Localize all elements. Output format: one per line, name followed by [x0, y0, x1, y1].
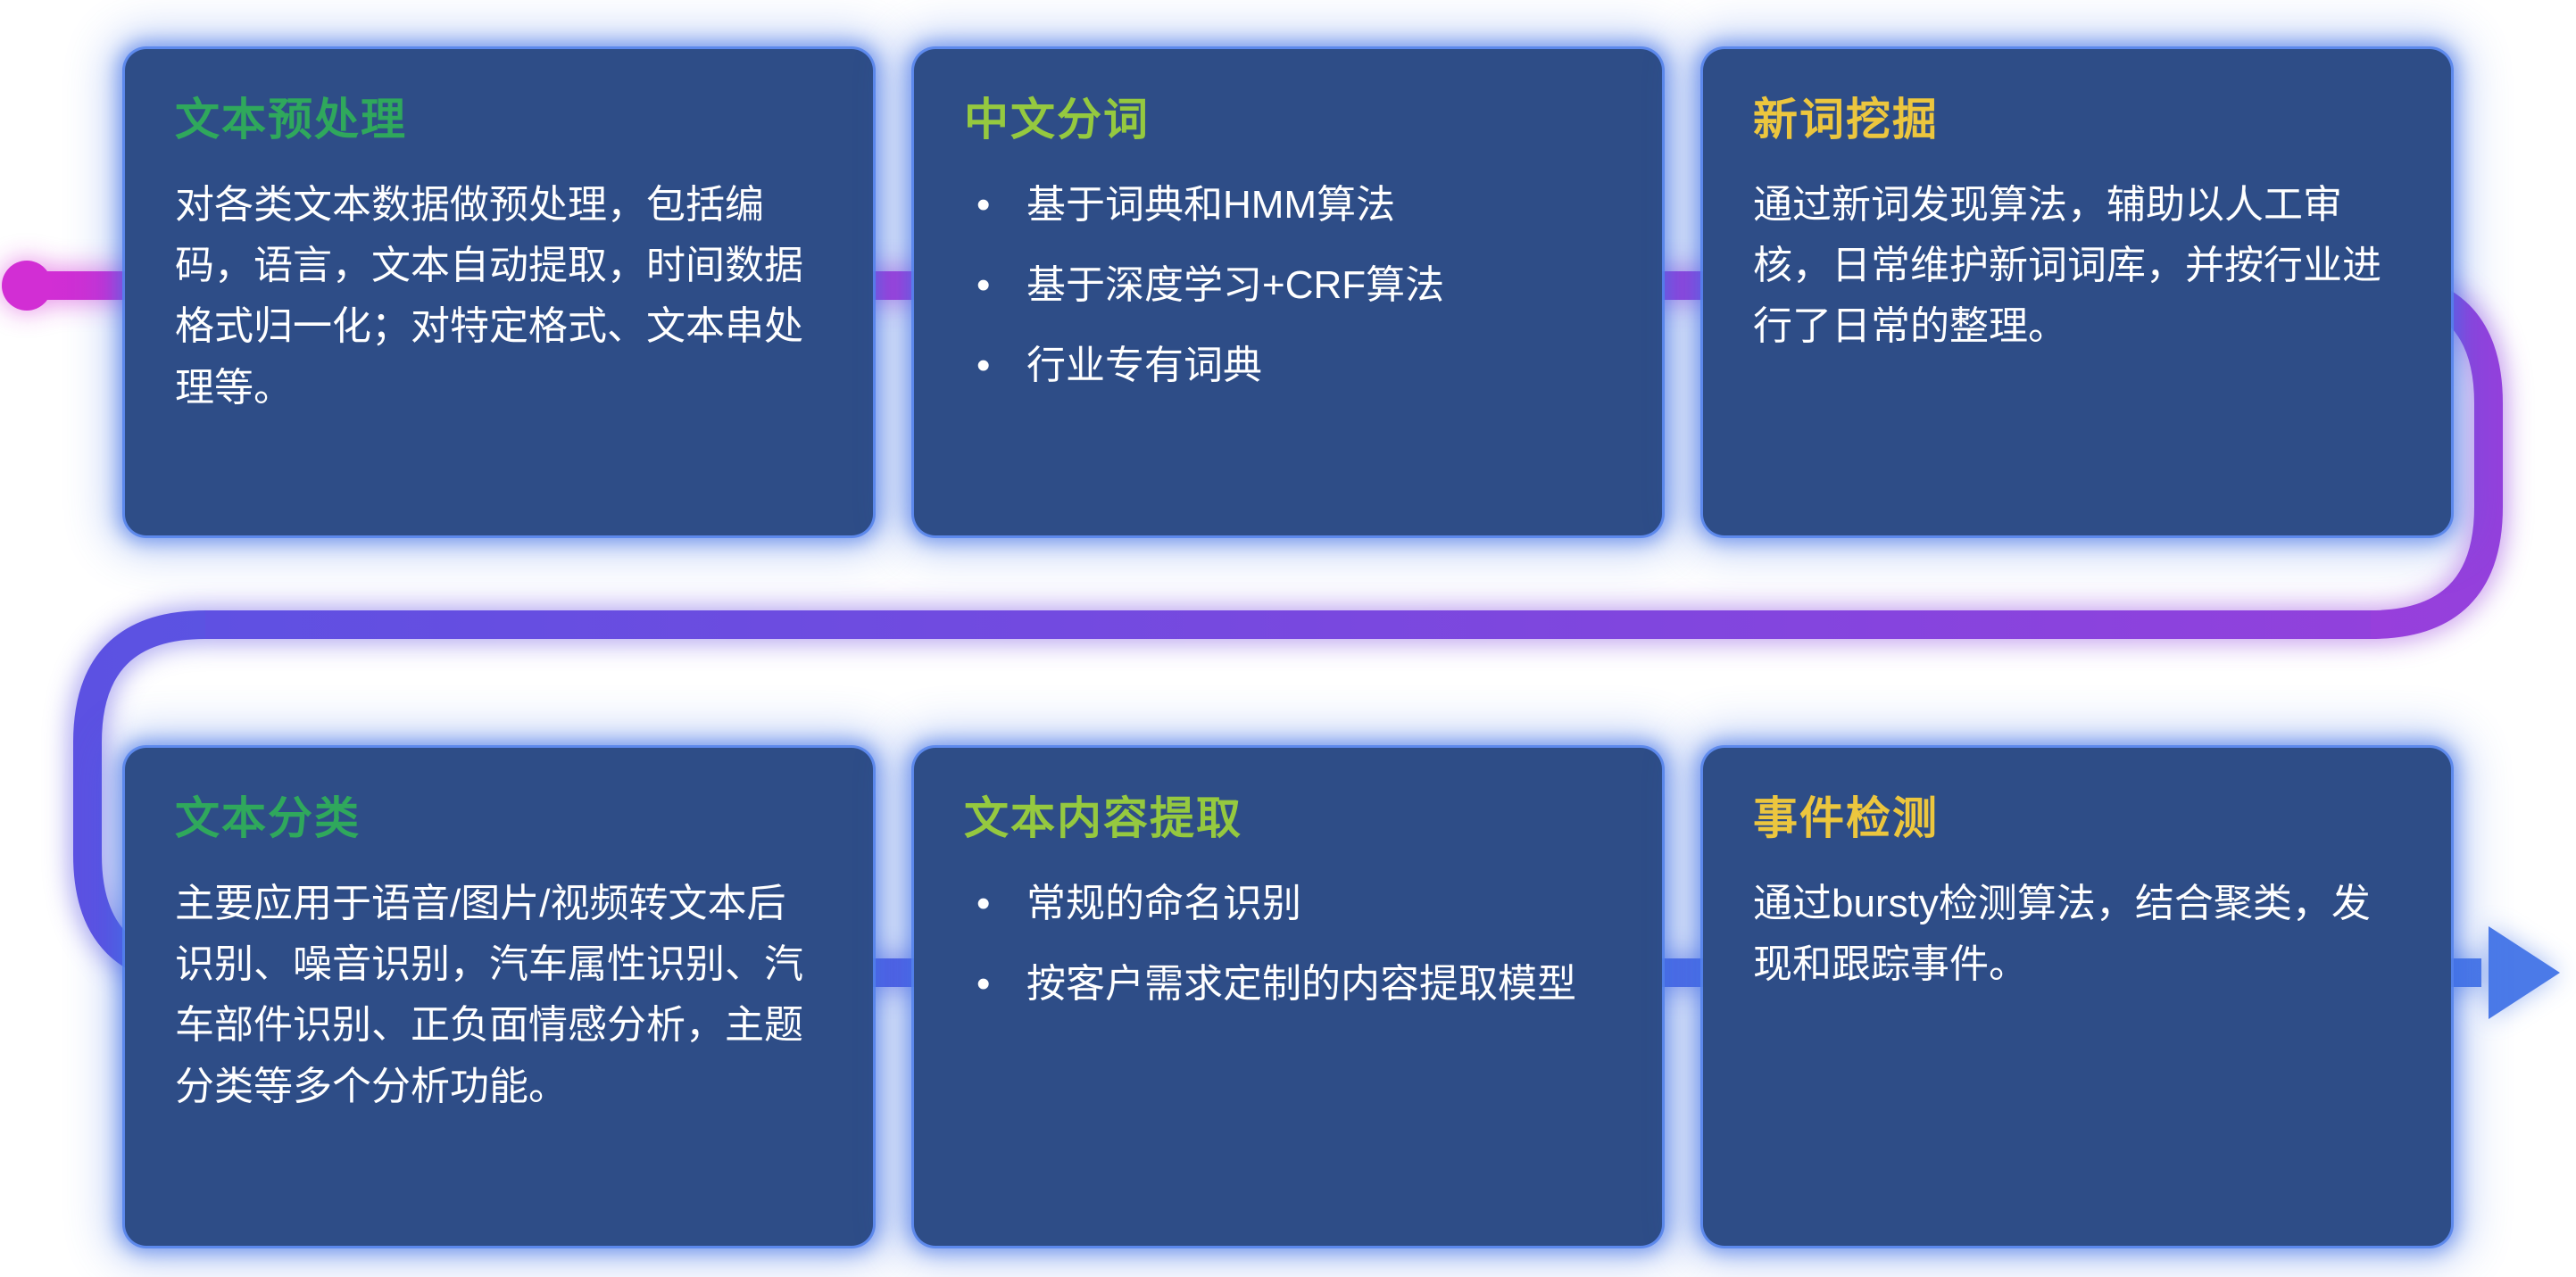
card-new-word-mining: 新词挖掘 通过新词发现算法，辅助以人工审核，日常维护新词词库，并按行业进行了日常… [1703, 49, 2451, 535]
card-title: 中文分词 [964, 95, 1150, 145]
card-bullet-list: 基于词典和HMM算法 基于深度学习+CRF算法 行业专有词典 [964, 175, 1612, 397]
bullet-text: 基于词典和HMM算法 [1026, 183, 1396, 227]
bullet-text: 行业专有词典 [1026, 344, 1262, 388]
bullet-text: 按客户需求定制的内容提取模型 [1026, 962, 1576, 1007]
card-title: 文本预处理 [175, 95, 407, 145]
card-title: 文本内容提取 [964, 793, 1242, 843]
flow-end-arrow-icon [2489, 926, 2560, 1019]
card-title: 新词挖掘 [1753, 95, 1939, 145]
card-bullet-list: 常规的命名识别 按客户需求定制的内容提取模型 [964, 874, 1612, 1016]
card-text-classification: 文本分类 主要应用于语音/图片/视频转文本后识别、噪音识别，汽车属性识别、汽车部… [125, 748, 873, 1246]
bullet-text: 基于深度学习+CRF算法 [1026, 263, 1445, 308]
bullet-item: 基于深度学习+CRF算法 [964, 255, 1612, 316]
card-event-detection: 事件检测 通过bursty检测算法，结合聚类，发现和跟踪事件。 [1703, 748, 2451, 1246]
card-body: 通过bursty检测算法，结合聚类，发现和跟踪事件。 [1753, 882, 2371, 987]
flow-start-dot [2, 261, 52, 311]
card-body: 主要应用于语音/图片/视频转文本后识别、噪音识别，汽车属性识别、汽车部件识别、正… [175, 882, 803, 1108]
card-body: 对各类文本数据做预处理，包括编码，语言，文本自动提取，时间数据格式归一化；对特定… [175, 183, 803, 410]
card-text-content-extraction: 文本内容提取 常规的命名识别 按客户需求定制的内容提取模型 [914, 748, 1662, 1246]
bullet-text: 常规的命名识别 [1026, 882, 1301, 925]
card-title: 事件检测 [1753, 793, 1939, 843]
card-chinese-word-segmentation: 中文分词 基于词典和HMM算法 基于深度学习+CRF算法 行业专有词典 [914, 49, 1662, 535]
bullet-item: 基于词典和HMM算法 [964, 175, 1612, 236]
card-text-preprocessing: 文本预处理 对各类文本数据做预处理，包括编码，语言，文本自动提取，时间数据格式归… [125, 49, 873, 535]
bullet-item: 按客户需求定制的内容提取模型 [964, 954, 1612, 1015]
card-body: 通过新词发现算法，辅助以人工审核，日常维护新词词库，并按行业进行了日常的整理。 [1753, 183, 2381, 349]
bullet-item: 常规的命名识别 [964, 874, 1612, 934]
card-title: 文本分类 [175, 793, 361, 843]
bullet-item: 行业专有词典 [964, 336, 1612, 396]
